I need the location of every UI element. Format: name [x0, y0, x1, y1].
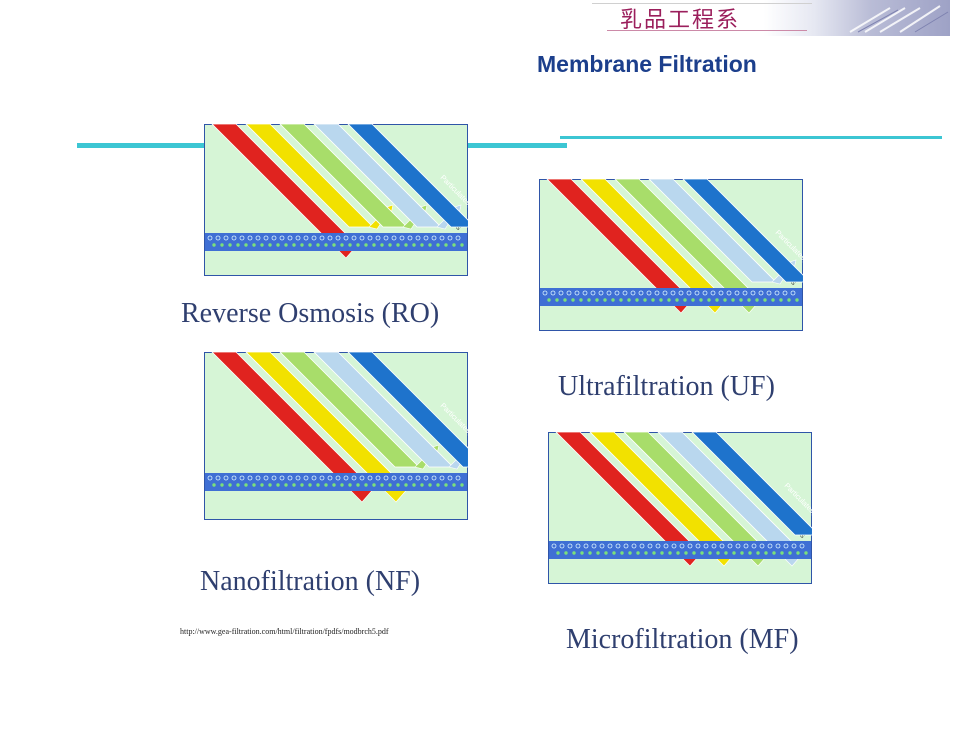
department-underline — [607, 30, 807, 31]
source-url: http://www.gea-filtration.com/html/filtr… — [180, 627, 389, 636]
caption-ro: Reverse Osmosis (RO) — [181, 298, 440, 329]
membrane-layer — [205, 233, 467, 251]
membrane-layer — [205, 473, 467, 491]
membrane-layer — [549, 541, 811, 559]
caption-uf: Ultrafiltration (UF) — [558, 371, 775, 402]
particulates-arrow: Particulates, colloids — [347, 124, 468, 228]
diagram-ro: WaterSaltsSugars, amino acidsProteins, p… — [204, 124, 468, 276]
membrane-layer — [540, 288, 802, 306]
accent-rule — [560, 136, 942, 139]
caption-nf: Nanofiltration (NF) — [200, 566, 421, 597]
diagram-nf: WaterSaltsSugars, amino acidsProteins, p… — [204, 352, 468, 520]
decorative-stripes-icon — [849, 5, 949, 33]
slide-title: Membrane Filtration — [537, 51, 757, 77]
diagram-uf: WaterSaltsSugars, amino acidsProteins, p… — [539, 179, 803, 331]
caption-mf: Microfiltration (MF) — [566, 624, 799, 655]
department-name: 乳品工程系 — [620, 8, 741, 33]
diagram-mf: WaterSaltsSugars, amino acidsProteins, p… — [548, 432, 812, 584]
